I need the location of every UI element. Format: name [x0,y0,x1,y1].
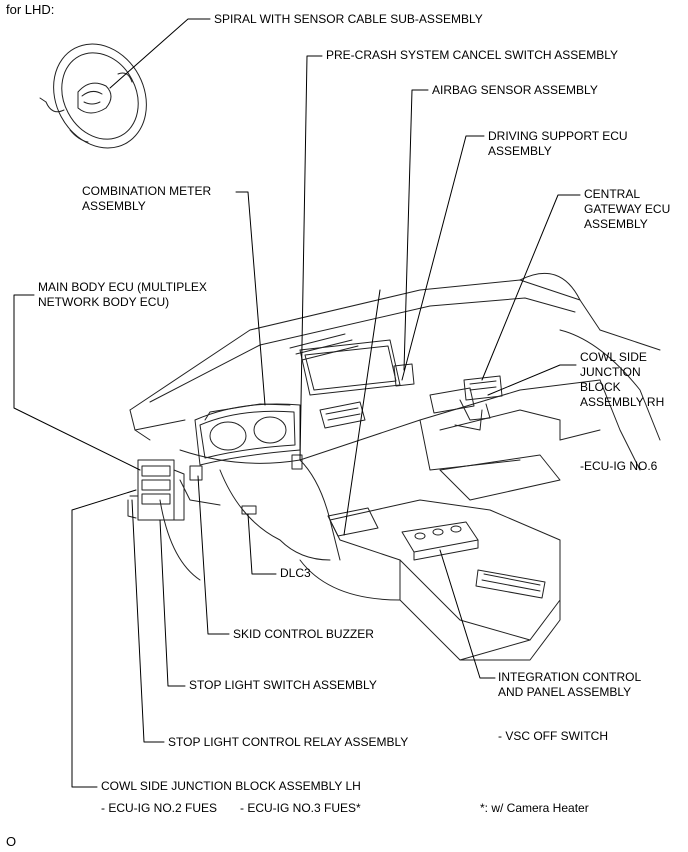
dashboard-outline [129,272,661,661]
label-ecu-ig-no2-fues: - ECU-IG NO.2 FUES [101,801,218,815]
label-skid-control-buzzer: SKID CONTROL BUZZER [233,627,374,641]
figure-code: O [6,834,17,849]
label-vsc-off-switch: - VSC OFF SWITCH [498,729,608,743]
label-combination-meter: COMBINATION METER ASSEMBLY [82,184,212,213]
label-main-body-ecu: MAIN BODY ECU (MULTIPLEX NETWORK BODY EC… [38,280,207,309]
steering-wheel-inset [39,43,147,149]
label-pre-crash-switch: PRE-CRASH SYSTEM CANCEL SWITCH ASSEMBLY [326,48,619,62]
label-ecu-ig-no6: -ECU-IG NO.6 [580,459,658,473]
combination-meter [194,403,301,466]
label-spiral-cable: SPIRAL WITH SENSOR CABLE SUB-ASSEMBLY [214,12,483,26]
label-stop-light-relay: STOP LIGHT CONTROL RELAY ASSEMBLY [168,735,409,749]
label-airbag-sensor: AIRBAG SENSOR ASSEMBLY [432,83,598,97]
label-ecu-ig-no3-fues: - ECU-IG NO.3 FUES* [240,801,361,815]
label-dlc3: DLC3 [280,566,311,580]
label-stop-light-switch: STOP LIGHT SWITCH ASSEMBLY [189,678,377,692]
label-driving-support-ecu: DRIVING SUPPORT ECU ASSEMBLY [488,129,628,158]
label-integration-control-panel: INTEGRATION CONTROL AND PANEL ASSEMBLY [498,670,642,699]
leader-lines [13,18,581,788]
variant-label: for LHD: [6,2,55,17]
label-central-gateway-ecu: CENTRAL GATEWAY ECU ASSEMBLY [584,187,671,231]
small-components [189,363,503,561]
label-cowl-side-jb-rh: COWL SIDE JUNCTION BLOCK ASSEMBLY RH [580,350,665,409]
label-cowl-side-jb-lh: COWL SIDE JUNCTION BLOCK ASSEMBLY LH [101,779,361,793]
camera-heater-note: *: w/ Camera Heater [480,801,589,815]
